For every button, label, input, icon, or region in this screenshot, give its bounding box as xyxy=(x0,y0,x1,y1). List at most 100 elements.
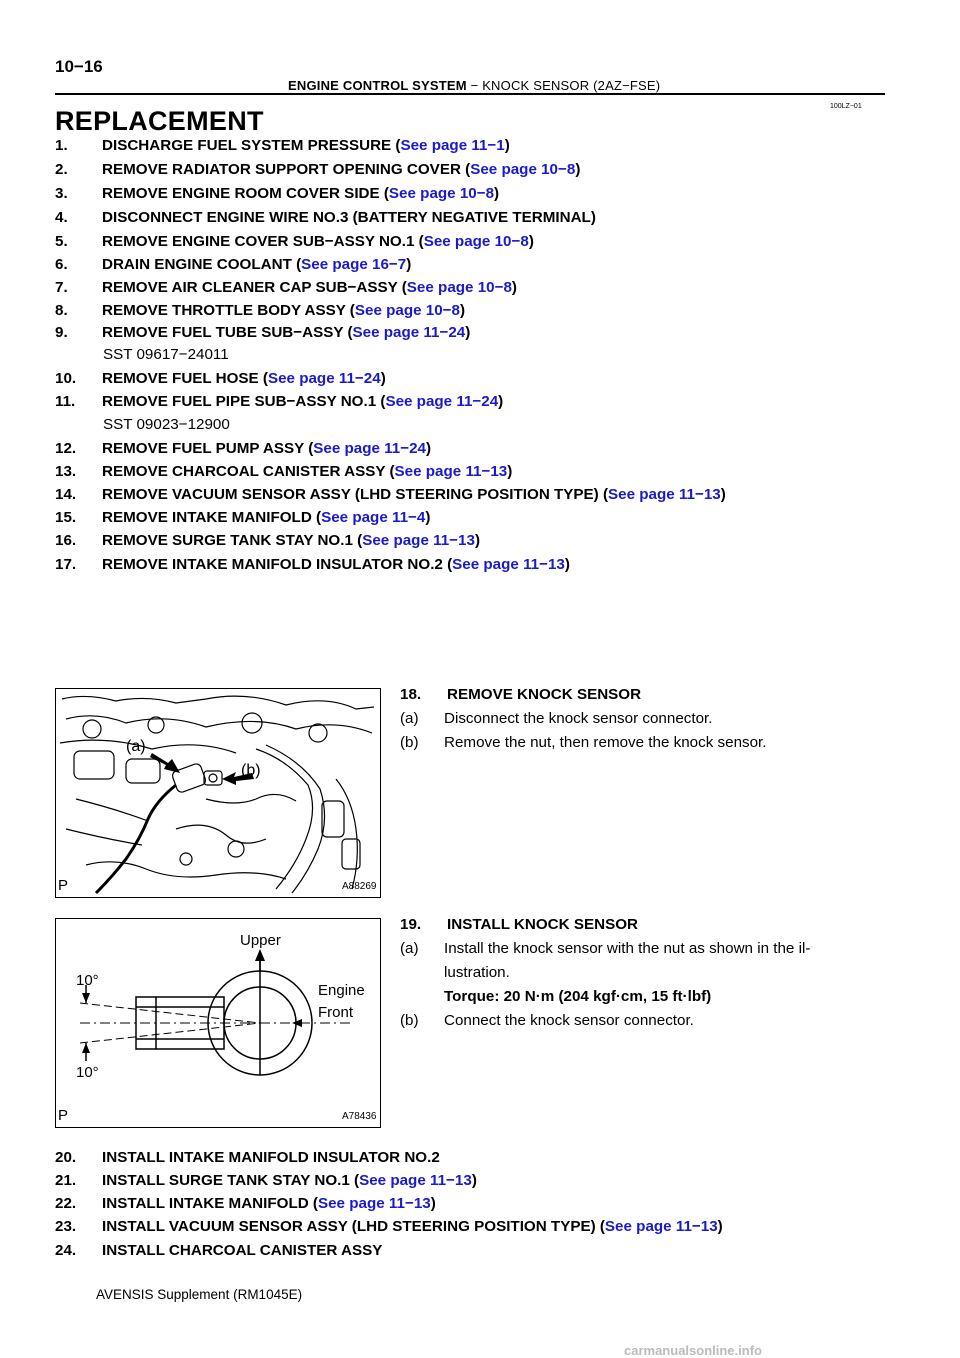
substep-number: (b) xyxy=(400,1012,419,1029)
step-text: DISCONNECT ENGINE WIRE NO.3 (BATTERY NEG… xyxy=(102,209,596,226)
step-number: 4. xyxy=(55,209,68,226)
step-action: INSTALL INTAKE MANIFOLD INSULATOR NO.2 xyxy=(102,1149,440,1166)
substep-text: Disconnect the knock sensor connector. xyxy=(444,710,713,727)
step-number: 9. xyxy=(55,324,68,341)
page-reference-link[interactable]: See page 10−8 xyxy=(423,233,529,250)
step-action: INSTALL SURGE TANK STAY NO.1 ( xyxy=(102,1172,360,1189)
figure-angle-bottom: 10° xyxy=(76,1064,99,1081)
step-number: 3. xyxy=(55,185,68,202)
step-number: 23. xyxy=(55,1218,77,1235)
step-text: INSTALL INTAKE MANIFOLD (See page 11−13) xyxy=(102,1195,436,1212)
step-action: INSTALL CHARCOAL CANISTER ASSY xyxy=(102,1242,383,1259)
step-number: 17. xyxy=(55,556,77,573)
step-closing: ) xyxy=(430,1195,436,1212)
step-closing: ) xyxy=(426,440,432,457)
substep-number: (a) xyxy=(400,710,419,727)
header-topic: KNOCK SENSOR (2AZ−FSE) xyxy=(482,78,661,93)
step-closing: ) xyxy=(498,393,504,410)
engine-illustration: (a) (b) xyxy=(59,695,375,895)
page-reference-link[interactable]: See page 10−8 xyxy=(406,279,512,296)
sensor-angle-illustration: Upper Engine Front 10° 10° xyxy=(76,932,365,1081)
step-action: REMOVE FUEL HOSE ( xyxy=(102,370,268,387)
step-number: 14. xyxy=(55,486,77,503)
page-reference-link[interactable]: See page 11−13 xyxy=(394,463,508,480)
step-text: REMOVE FUEL PIPE SUB−ASSY NO.1 (See page… xyxy=(102,393,503,410)
step-number: 2. xyxy=(55,161,68,178)
step-number: 21. xyxy=(55,1172,77,1189)
page-reference-link[interactable]: See page 11−24 xyxy=(352,324,466,341)
step-action: REMOVE THROTTLE BODY ASSY ( xyxy=(102,302,355,319)
figure-front-label: Front xyxy=(318,1004,354,1021)
page-reference-link[interactable]: See page 11−24 xyxy=(267,370,381,387)
step-text: REMOVE VACUUM SENSOR ASSY (LHD STEERING … xyxy=(102,486,726,503)
step-action: INSTALL INTAKE MANIFOLD ( xyxy=(102,1195,318,1212)
step-text: INSTALL SURGE TANK STAY NO.1 (See page 1… xyxy=(102,1172,477,1189)
page-reference-link[interactable]: See page 11−24 xyxy=(385,393,499,410)
substep-19a-cont: lustration. xyxy=(444,964,510,981)
page-reference-link[interactable]: See page 11−13 xyxy=(359,1172,472,1189)
page-reference-link[interactable]: See page 11−1 xyxy=(400,137,505,154)
step-text: REMOVE FUEL TUBE SUB−ASSY (See page 11−2… xyxy=(102,324,470,341)
step-closing: ) xyxy=(471,1172,477,1189)
step-action: REMOVE INTAKE MANIFOLD INSULATOR NO.2 ( xyxy=(102,556,453,573)
figure-code: A88269 xyxy=(342,881,377,892)
page-reference-link[interactable]: See page 10−8 xyxy=(470,161,576,178)
running-header: ENGINE CONTROL SYSTEM − KNOCK SENSOR (2A… xyxy=(288,78,660,93)
page-reference-link[interactable]: See page 11−13 xyxy=(604,1218,718,1235)
page-reference-link[interactable]: See page 11−13 xyxy=(452,556,565,573)
step-text: INSTALL VACUUM SENSOR ASSY (LHD STEERING… xyxy=(102,1218,723,1235)
step-number: 8. xyxy=(55,302,68,319)
step-closing: ) xyxy=(575,161,581,178)
page-reference-link[interactable]: See page 16−7 xyxy=(301,256,407,273)
page-title: REPLACEMENT xyxy=(55,106,264,136)
step-action: INSTALL VACUUM SENSOR ASSY (LHD STEERING… xyxy=(102,1218,605,1235)
step-text: REMOVE ENGINE COVER SUB−ASSY NO.1 (See p… xyxy=(102,233,534,250)
step-closing: ) xyxy=(380,370,386,387)
header-separator: − xyxy=(466,78,483,93)
substep-number: (b) xyxy=(400,734,419,751)
step-action: REMOVE FUEL PIPE SUB−ASSY NO.1 ( xyxy=(102,393,386,410)
step-text: REMOVE THROTTLE BODY ASSY (See page 10−8… xyxy=(102,302,465,319)
figure-p-label: P xyxy=(58,877,69,894)
step-text: DRAIN ENGINE COOLANT (See page 16−7) xyxy=(102,256,411,273)
step-number: 13. xyxy=(55,463,77,480)
figure-upper-label: Upper xyxy=(240,932,281,949)
step-closing: ) xyxy=(460,302,466,319)
step-closing: ) xyxy=(511,279,517,296)
page-reference-link[interactable]: See page 11−24 xyxy=(313,440,426,457)
step-text: REMOVE RADIATOR SUPPORT OPENING COVER (S… xyxy=(102,161,580,178)
step-number: 16. xyxy=(55,532,77,549)
page-reference-link[interactable]: See page 11−13 xyxy=(362,532,475,549)
substep-text: Install the knock sensor with the nut as… xyxy=(444,940,811,957)
page-reference-link[interactable]: See page 10−8 xyxy=(354,302,460,319)
page-reference-link[interactable]: See page 11−13 xyxy=(608,486,721,503)
step-text: REMOVE INTAKE MANIFOLD INSULATOR NO.2 (S… xyxy=(102,556,570,573)
figure-engine-label: Engine xyxy=(318,982,365,999)
step-action: REMOVE CHARCOAL CANISTER ASSY ( xyxy=(102,463,395,480)
watermark: carmanualsonline.info xyxy=(624,1343,762,1358)
figure-angle-top: 10° xyxy=(76,972,99,989)
substep-text: Remove the nut, then remove the knock se… xyxy=(444,734,767,751)
step-number: 7. xyxy=(55,279,68,296)
step-action: REMOVE FUEL PUMP ASSY ( xyxy=(102,440,314,457)
sst-note-step9: SST 09617−24011 xyxy=(103,346,229,363)
header-section: ENGINE CONTROL SYSTEM xyxy=(288,78,467,93)
figure-label-a: (a) xyxy=(126,738,146,755)
step-number: 24. xyxy=(55,1242,77,1259)
step-text: REMOVE FUEL PUMP ASSY (See page 11−24) xyxy=(102,440,431,457)
step-number: 19. xyxy=(400,916,422,933)
step-text: REMOVE KNOCK SENSOR xyxy=(447,686,642,703)
step-closing: ) xyxy=(528,233,534,250)
step-action: DISCHARGE FUEL SYSTEM PRESSURE ( xyxy=(102,137,401,154)
page-reference-link[interactable]: See page 10−8 xyxy=(388,185,495,202)
step-text: REMOVE FUEL HOSE (See page 11−24) xyxy=(102,370,386,387)
page-reference-link[interactable]: See page 11−4 xyxy=(321,509,426,526)
step-closing: ) xyxy=(504,137,510,154)
step-action: REMOVE SURGE TANK STAY NO.1 ( xyxy=(102,532,363,549)
step-action: REMOVE AIR CLEANER CAP SUB−ASSY ( xyxy=(102,279,407,296)
step-number: 1. xyxy=(55,137,68,154)
step-number: 20. xyxy=(55,1149,77,1166)
torque-spec: Torque: 20 N·m (204 kgf·cm, 15 ft·lbf) xyxy=(444,988,712,1005)
step-action: REMOVE VACUUM SENSOR ASSY (LHD STEERING … xyxy=(102,486,609,503)
page-reference-link[interactable]: See page 11−13 xyxy=(317,1195,431,1212)
